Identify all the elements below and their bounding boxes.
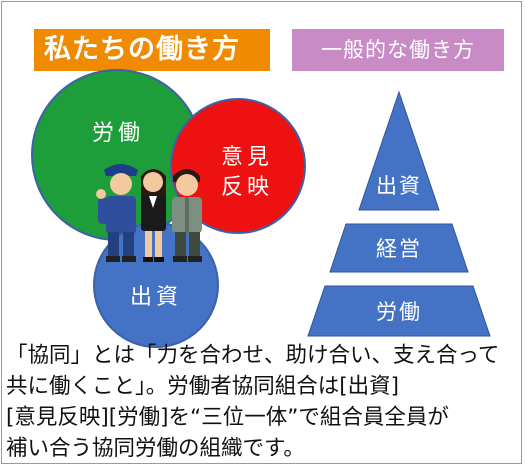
venn-label-opinion-2: 反映	[221, 175, 273, 200]
pyramid-bottom-tier	[307, 285, 491, 337]
pyramid-middle-tier	[329, 223, 469, 273]
workers-illustration	[96, 164, 202, 262]
venn-label-opinion-1: 意見	[221, 145, 273, 170]
description-line: 補い合う協同労働の組織です。	[6, 436, 305, 461]
description-line: [意見反映][労働]を“三位一体”で組合員全員が	[6, 405, 449, 430]
title-general-way: 一般的な働き方	[292, 29, 504, 71]
description-line: 共に働くこと」。労働者協同組合は[出資]	[6, 374, 400, 399]
venn-label-capital: 出資	[130, 285, 182, 310]
title-our-way: 私たちの働き方	[34, 29, 270, 71]
opinion-circle	[170, 98, 306, 234]
pyramid-label-top: 出資	[376, 174, 422, 198]
worker-uniform-figure	[96, 164, 138, 262]
pyramid-label-bottom: 労働	[376, 300, 422, 324]
description-text: 「協同」とは「力を合わせ、助け合い、支え合って 共に働くこと」。労働者協同組合は…	[6, 340, 518, 464]
worker-suit-woman-figure	[141, 169, 166, 262]
venn-label-labor: 労働	[92, 121, 144, 146]
worker-green-jacket-figure	[172, 169, 202, 262]
pyramid-label-middle: 経営	[376, 237, 422, 261]
description-line: 「協同」とは「力を合わせ、助け合い、支え合って	[6, 343, 500, 368]
pyramid-top-tier	[358, 90, 440, 211]
